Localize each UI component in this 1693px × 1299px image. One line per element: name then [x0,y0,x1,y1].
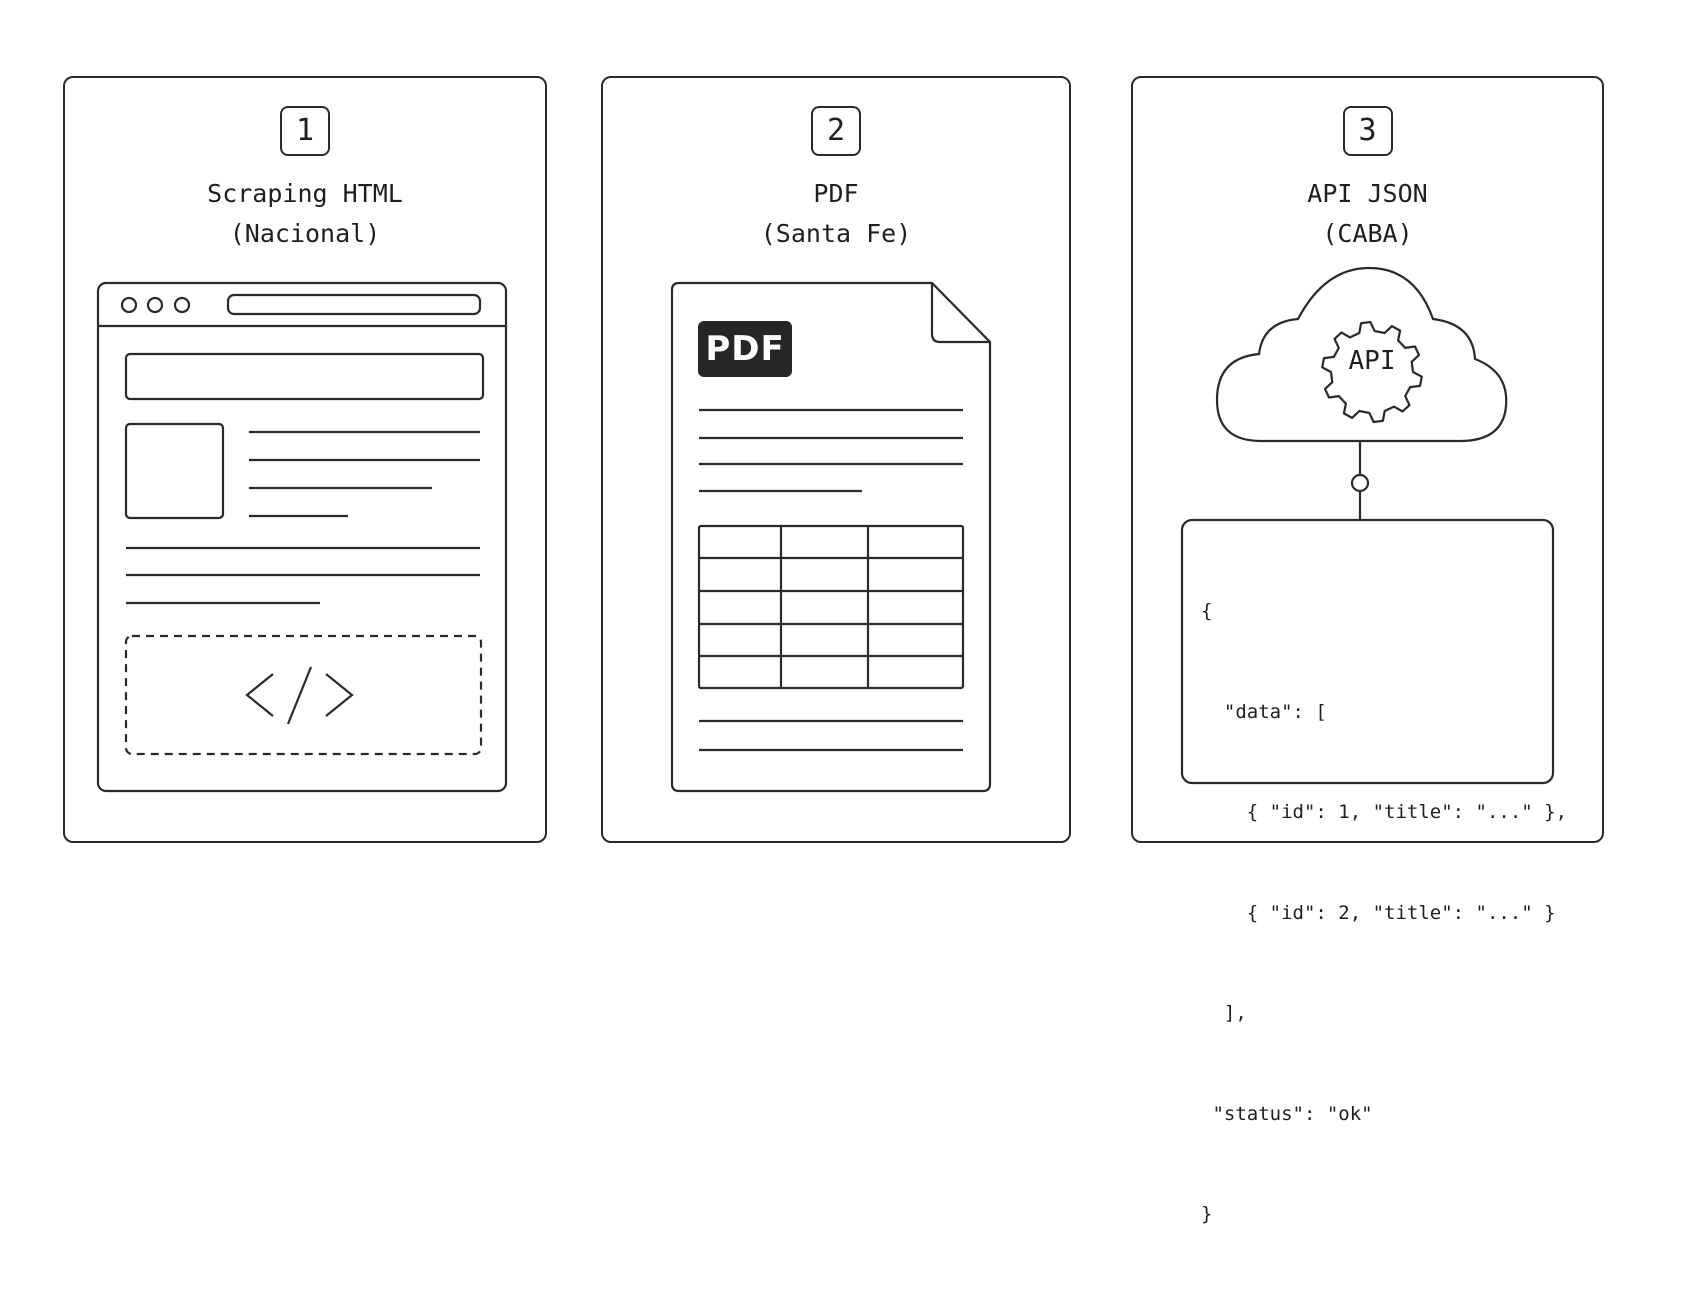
json-line: "data": [ [1201,700,1327,723]
json-line: { "id": 2, "title": "..." } [1201,901,1556,924]
panel-title-line2: (Santa Fe) [760,219,912,248]
gear-icon [1321,320,1423,424]
json-line: "status": "ok" [1201,1102,1373,1125]
window-dot-icon [146,296,164,314]
browser-window-illustration [96,281,508,793]
pdf-table [697,524,965,690]
step-badge-2: 2 [811,106,861,156]
code-brackets-icon [245,666,354,725]
panel-title: Scraping HTML (Nacional) [65,174,545,254]
page-fold [930,283,990,344]
panel-title-line2: (Nacional) [229,219,381,248]
document-page-icon [670,281,992,793]
panel-title-line1: PDF [813,179,859,208]
json-response-box [1180,518,1555,785]
panel-scraping-html: 1 Scraping HTML (Nacional) [63,76,547,843]
api-label: API [1348,346,1396,376]
json-line: ], [1201,1002,1247,1024]
json-line: } [1201,1203,1213,1225]
address-bar [226,293,482,316]
panel-title-line1: Scraping HTML [207,179,403,208]
gear-outline [1321,320,1423,424]
window-dot-icon [120,296,138,314]
cloud-icon [1215,266,1508,443]
panel-title: API JSON (CABA) [1133,174,1602,254]
image-placeholder [124,422,225,520]
panel-title-line2: (CABA) [1322,219,1413,248]
json-line: { [1201,600,1213,622]
pdf-document-illustration [670,281,992,793]
code-area [124,634,483,756]
window-dot-icon [173,296,191,314]
panel-title: PDF (Santa Fe) [603,174,1069,254]
step-badge-3: 3 [1342,106,1393,156]
panel-title-line1: API JSON [1307,179,1428,208]
step-badge-1: 1 [280,106,330,156]
api-cloud-illustration [1180,266,1555,785]
pdf-badge: PDF [698,321,792,377]
json-line: { "id": 1, "title": "..." }, [1201,801,1568,823]
json-code: { "data": [ { "id": 1, "title": "..." },… [1201,528,1567,1299]
header-block [124,352,485,401]
panel-pdf: 2 PDF (Santa Fe) PDF [601,76,1071,843]
panel-api-json: 3 API JSON (CABA) API { "data": [ { "id"… [1131,76,1604,1225]
browser-frame [96,281,508,793]
connector-node [1350,473,1370,493]
